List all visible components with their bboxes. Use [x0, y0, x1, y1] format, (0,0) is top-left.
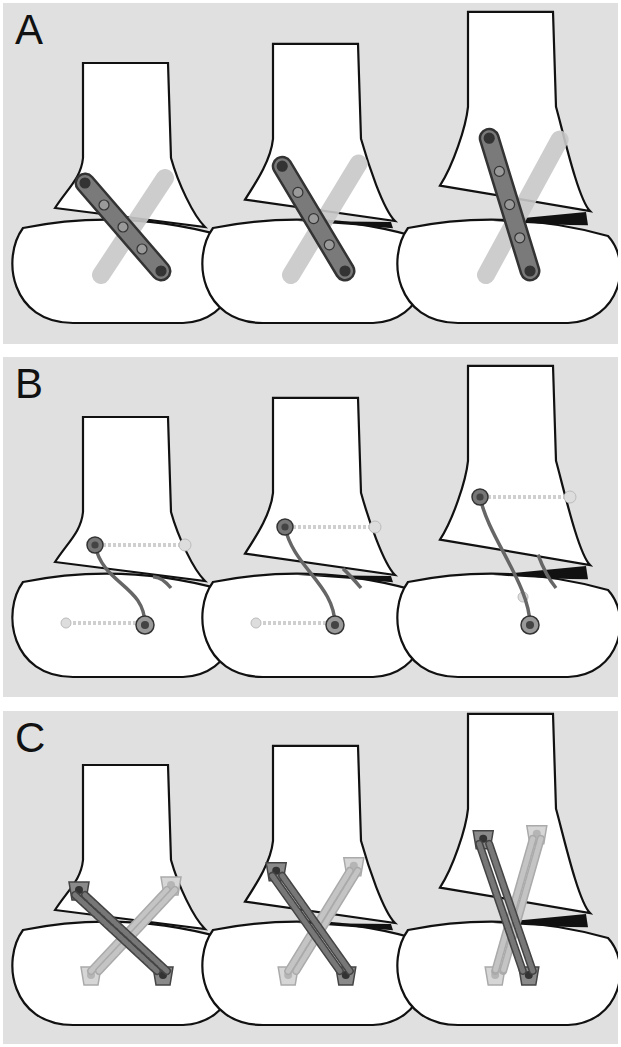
- screw-hole: [515, 233, 525, 243]
- metaphysis: [245, 44, 395, 221]
- screw-hole: [340, 266, 350, 276]
- metaphysis: [55, 63, 205, 227]
- button: [87, 537, 103, 553]
- plate: [85, 183, 161, 271]
- button: [476, 493, 483, 500]
- metaphysis: [55, 417, 205, 581]
- suture: [153, 577, 171, 588]
- screw-hole: [494, 166, 504, 176]
- metaphysis: [440, 714, 590, 913]
- figure-panel: A: [3, 3, 618, 344]
- cable: [85, 895, 167, 971]
- plate: [282, 166, 345, 271]
- screw-hole: [525, 266, 535, 276]
- bone: [202, 44, 425, 323]
- tunnel: [258, 621, 333, 625]
- panel-letter: C: [15, 715, 45, 761]
- button: [564, 491, 576, 503]
- screw-hole: [505, 200, 515, 210]
- metaphysis: [245, 398, 395, 575]
- plate: [282, 166, 345, 271]
- button: [369, 521, 381, 533]
- bone-illustration: [3, 3, 618, 344]
- screw-hole: [137, 244, 147, 254]
- suture: [95, 545, 145, 625]
- screw-hole: [118, 222, 128, 232]
- epiphysis: [397, 574, 618, 677]
- metaphysis: [245, 746, 395, 923]
- tunnel: [68, 621, 143, 625]
- plate: [489, 138, 530, 271]
- button: [136, 616, 154, 634]
- screw-hole: [99, 200, 109, 210]
- cable: [282, 876, 350, 971]
- tunnel: [103, 543, 183, 547]
- button: [141, 621, 149, 629]
- screw-hole: [156, 266, 166, 276]
- button: [61, 618, 71, 628]
- physis-gap: [493, 566, 588, 579]
- bone: [12, 63, 235, 323]
- button: [91, 541, 98, 548]
- cable: [479, 844, 523, 971]
- button: [179, 539, 191, 551]
- bone: [397, 714, 618, 1025]
- screw-hole: [80, 178, 90, 188]
- bone: [12, 417, 235, 677]
- bone: [12, 765, 235, 1025]
- epiphysis: [202, 574, 425, 677]
- cable: [489, 844, 533, 971]
- screw-hole: [277, 161, 287, 171]
- screw-hole: [324, 240, 334, 250]
- figure-panel: B: [3, 357, 618, 697]
- cable: [75, 895, 157, 971]
- figure-panel: C: [3, 711, 618, 1044]
- bone: [202, 746, 425, 1025]
- panel-letter: A: [15, 7, 43, 53]
- metaphysis: [440, 12, 590, 211]
- button: [526, 621, 534, 629]
- button: [251, 618, 261, 628]
- cable: [85, 895, 167, 971]
- cable: [479, 844, 523, 971]
- cable: [75, 895, 157, 971]
- screw-hole: [484, 133, 494, 143]
- bone: [397, 366, 618, 677]
- plate: [489, 138, 530, 271]
- button: [521, 616, 539, 634]
- cable: [272, 876, 340, 971]
- metaphysis: [440, 366, 590, 565]
- suture: [538, 555, 556, 588]
- button: [281, 523, 288, 530]
- button: [331, 621, 339, 629]
- suture: [480, 497, 530, 625]
- button: [472, 489, 488, 505]
- bone: [397, 12, 618, 323]
- bone-illustration: [3, 711, 618, 1044]
- button: [277, 519, 293, 535]
- cable: [282, 876, 350, 971]
- button: [326, 616, 344, 634]
- panel-letter: B: [15, 361, 43, 407]
- cable: [489, 844, 533, 971]
- bone-illustration: [3, 357, 618, 697]
- screw-hole: [309, 214, 319, 224]
- plate: [85, 183, 161, 271]
- tunnel: [293, 525, 373, 529]
- suture: [343, 569, 361, 588]
- suture: [285, 527, 335, 625]
- screw-hole: [293, 187, 303, 197]
- metaphysis: [55, 765, 205, 929]
- cable: [272, 876, 340, 971]
- bone: [202, 398, 425, 677]
- tunnel: [488, 495, 568, 499]
